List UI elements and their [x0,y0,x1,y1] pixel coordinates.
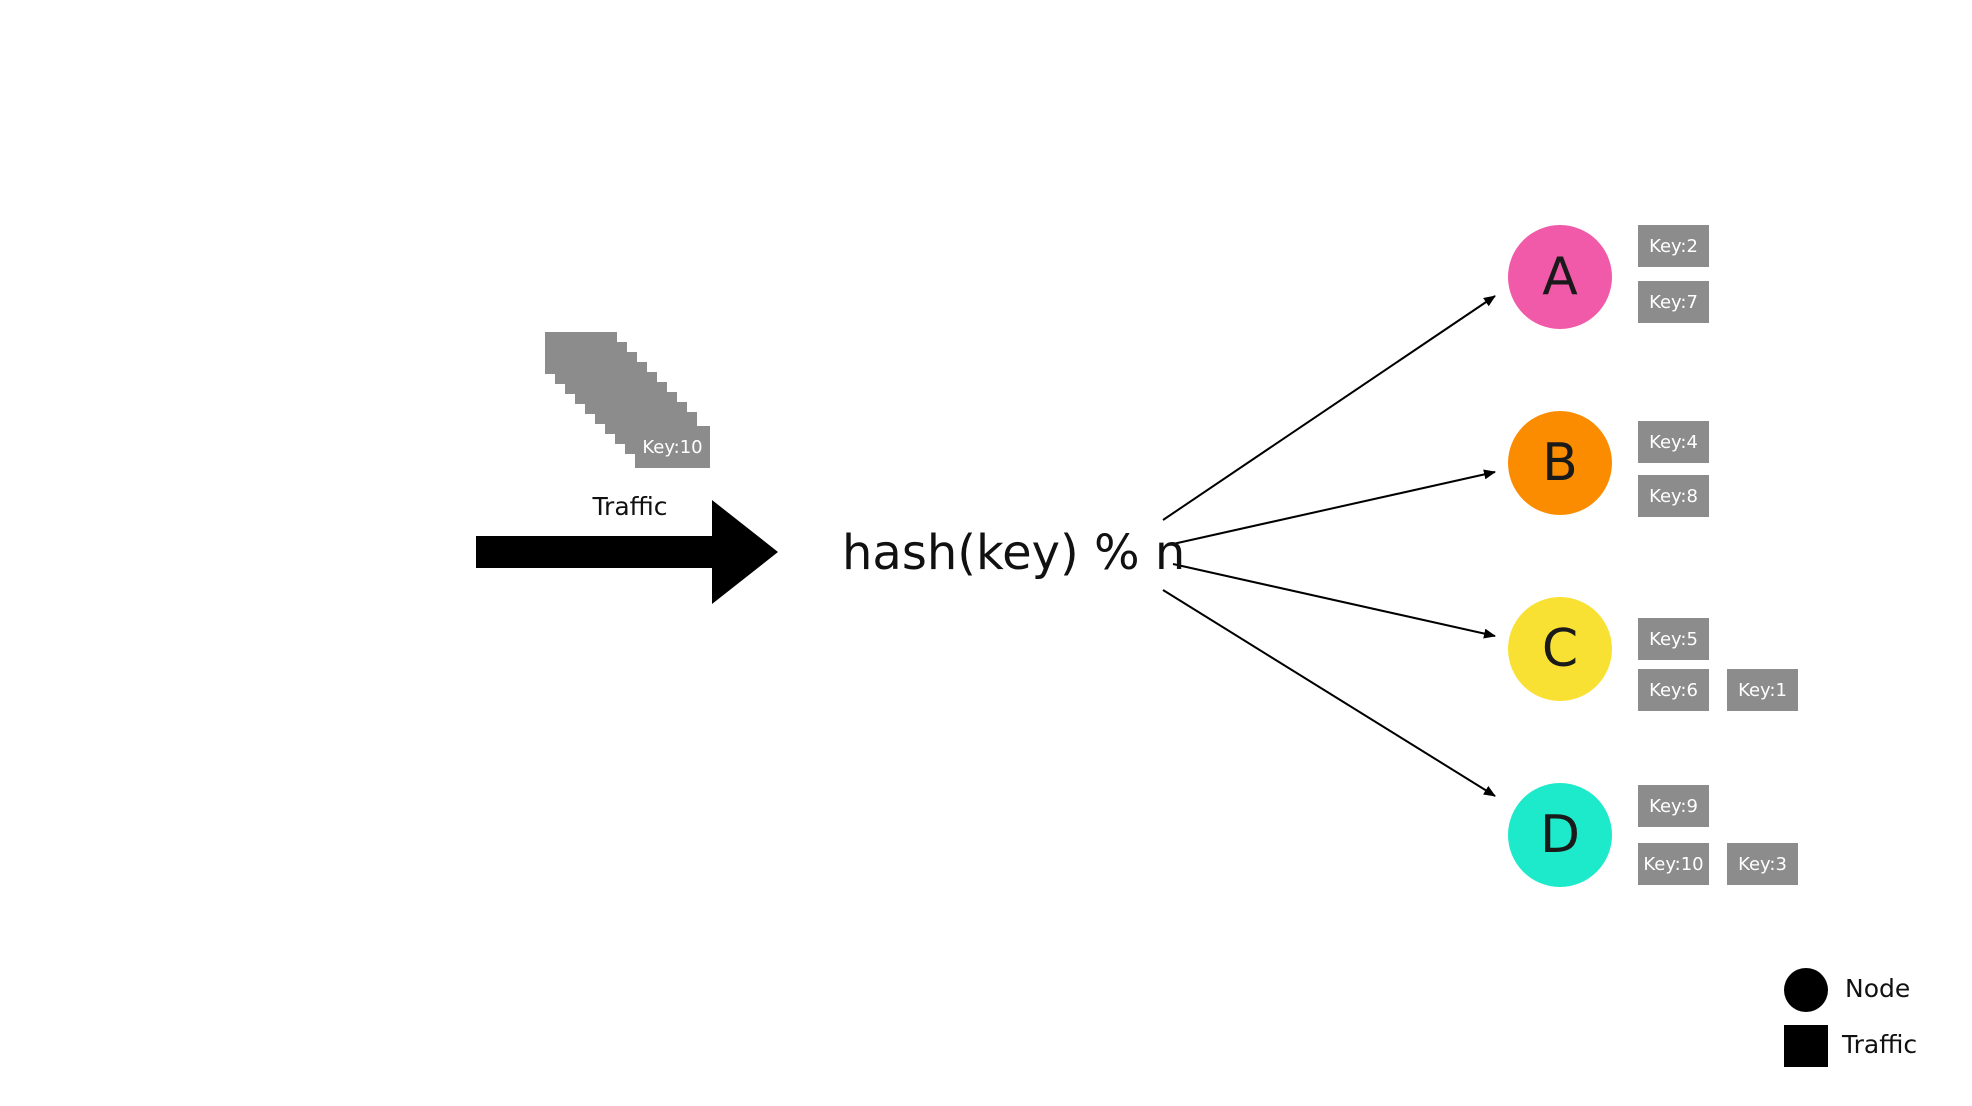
incoming-key-packet: Key:10 [635,426,710,468]
arrow-to-node-c [1172,563,1496,639]
big-traffic-arrow [476,500,778,604]
node-c-key: Key:6 [1638,669,1709,711]
node-b-key: Key:8 [1638,475,1709,517]
node-a: A [1508,225,1612,329]
node-d-key: Key:9 [1638,785,1709,827]
hash-formula: hash(key) % n [842,525,1186,581]
node-a-key: Key:2 [1638,225,1709,267]
node-c: C [1508,597,1612,701]
node-b: B [1508,411,1612,515]
legend-node-label: Node [1845,974,1911,1003]
node-b-label: B [1542,433,1578,493]
node-c-key: Key:5 [1638,618,1709,660]
node-d-label: D [1539,805,1581,865]
legend-traffic-label: Traffic [1842,1030,1918,1059]
node-d-key: Key:3 [1727,843,1798,885]
node-c-label: C [1541,619,1579,679]
arrow-to-node-a [1162,295,1496,521]
node-d-key: Key:10 [1638,843,1709,885]
traffic-label: Traffic [592,492,668,521]
node-c-key: Key:1 [1727,669,1798,711]
node-a-label: A [1542,247,1578,307]
arrow-to-node-b [1172,469,1496,545]
node-a-key: Key:7 [1638,281,1709,323]
node-d: D [1508,783,1612,887]
legend-traffic-swatch [1784,1025,1828,1067]
arrow-to-node-d [1162,589,1496,797]
legend-node-swatch [1784,968,1828,1012]
node-b-key: Key:4 [1638,421,1709,463]
